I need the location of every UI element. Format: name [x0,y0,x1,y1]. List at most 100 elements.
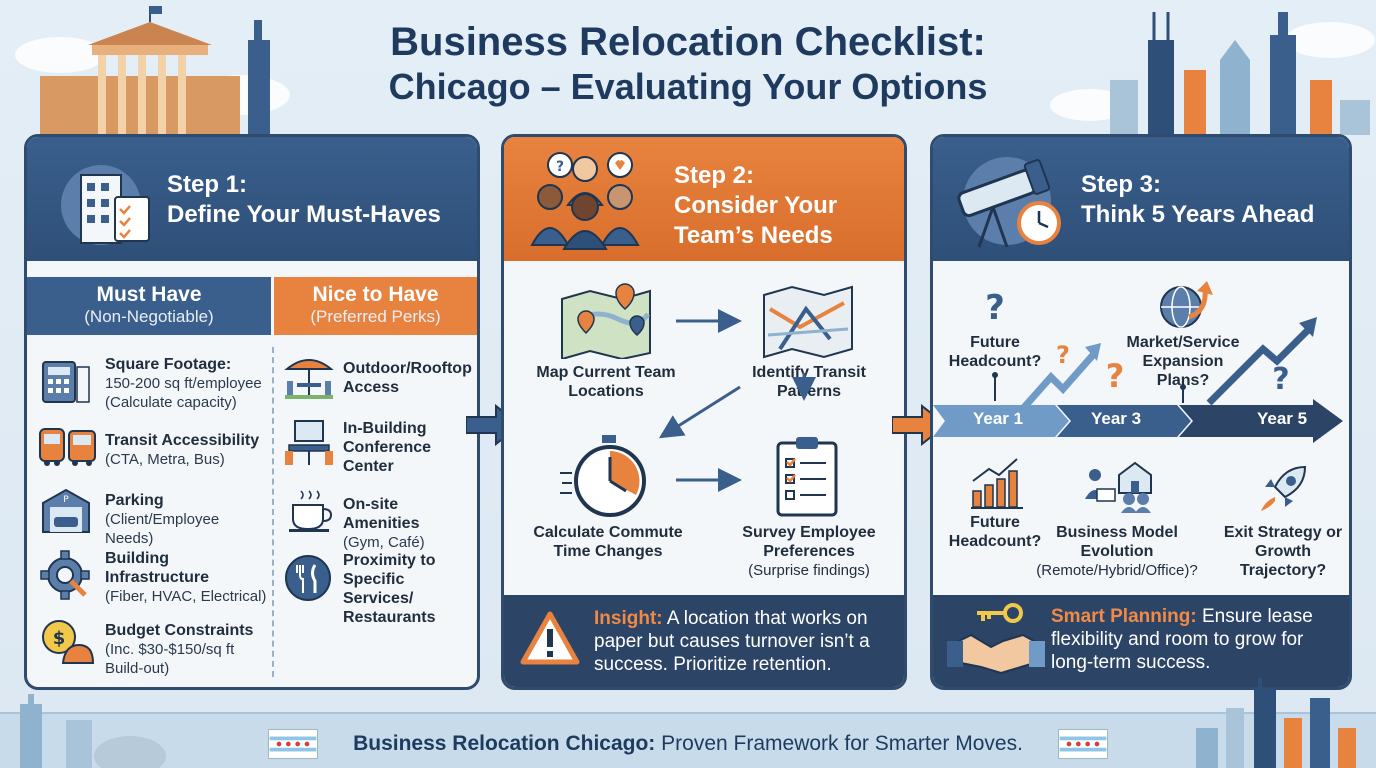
item-detail: 150-200 sq ft/employee [105,375,262,392]
timeline-label-year5: Year 5 [1257,409,1308,428]
calculator-icon [42,361,90,403]
step2-title-line-3: Team’s Needs [674,222,833,249]
title-line-2: Chicago – Evaluating Your Options [388,66,988,107]
item-label: Outdoor/Rooftop Access [343,360,472,396]
question-bottom-2: Business Model Evolution (Remote/Hybrid/… [1029,523,1205,580]
item-detail: (Calculate capacity) [105,394,237,411]
step2-node-3: Calculate Commute Time Changes [526,523,690,561]
bar-chart-icon [971,458,1023,509]
step2-node-4: Survey Employee Preferences (Surprise fi… [726,523,892,580]
must-have-title: Must Have [96,283,202,306]
must-have-item-1: Square Footage: 150-200 sq ft/employee (… [105,355,269,412]
question-sublabel: (Remote/Hybrid/Office)? [1036,562,1198,579]
flow-arrows [658,309,816,492]
question-top-1: Future Headcount? [943,333,1047,371]
insight-body: A location that works on paper but cause… [594,608,870,675]
question-bottom-3: Exit Strategy or Growth Trajectory? [1221,523,1345,580]
nice-to-have-item-4: Proximity to Specific Services/ Restaura… [343,551,477,627]
item-label: On-site Amenities [343,496,420,532]
item-label: In-Building Conference Center [343,420,432,475]
question-label: Business Model Evolution [1056,524,1178,560]
survey-clipboard-icon [776,437,838,517]
step2-panel: ? Step 2: Consider Your Team’s Needs Map… [501,134,907,690]
column-divider [272,347,274,677]
skyline-bottom-right-illustration [1196,678,1356,768]
rocket-icon [1261,465,1307,511]
step1-panel: Step 1: Define Your Must-Haves Must Have… [24,134,480,690]
node-label: Map Current Team Locations [536,364,676,400]
step2-title: Step 2: Consider Your Team’s Needs [674,161,837,251]
timeline-arrow [933,399,1343,443]
gear-wrench-icon [40,550,90,600]
svg-text:P: P [63,495,69,505]
skyline-left-illustration [15,6,290,135]
insight-callout: Insight: A location that works on paper … [504,595,904,687]
step2-header: ? Step 2: Consider Your Team’s Needs [504,137,904,261]
item-detail: (Client/Employee Needs) [105,511,220,547]
svg-text:?: ? [556,159,564,175]
skyline-right-illustration [1050,12,1375,135]
step3-title: Step 3: Think 5 Years Ahead [1081,170,1314,230]
map-pins-icon [561,283,651,359]
must-have-subtitle: (Non-Negotiable) [84,307,214,326]
step1-title: Step 1: Define Your Must-Haves [167,170,441,230]
svg-text:?: ? [985,288,1005,328]
page-title: Business Relocation Checklist: Chicago –… [0,18,1376,108]
chicago-flag-icon-left [268,729,318,759]
handshake-key-icon [947,603,1045,675]
step2-node-1: Map Current Team Locations [526,363,686,401]
question-top-2: Market/Service Expansion Plans? [1119,333,1247,390]
must-have-item-3: Parking (Client/Employee Needs) [105,491,269,548]
item-label: Proximity to Specific Services/ Restaura… [343,552,436,626]
step2-title-line-1: Step 2: [674,162,755,189]
item-label: Budget Constraints [105,622,254,639]
item-label: Square Footage: [105,356,232,373]
must-have-item-4: Building Infrastructure (Fiber, HVAC, El… [105,549,269,606]
telescope-clock-icon [957,157,1061,248]
question-label: Future Headcount? [948,334,1042,370]
question-label: Exit Strategy or Growth Trajectory? [1223,524,1343,579]
planning-callout: Smart Planning: Ensure lease flexibility… [933,595,1349,687]
fork-knife-icon [285,555,331,601]
planning-lead: Smart Planning: [1051,606,1197,627]
svg-text:$: $ [53,628,66,649]
question-bottom-1: Future Headcount? [943,513,1047,551]
item-detail: Build-out) [105,660,170,677]
stopwatch-icon [560,435,646,517]
team-people-icon: ? [530,152,640,250]
nice-to-have-title: Nice to Have [312,283,439,306]
planning-text: Smart Planning: Ensure lease flexibility… [1051,605,1341,674]
footer-text: Proven Framework for Smarter Moves. [655,732,1023,755]
insight-text: Insight: A location that works on paper … [594,607,894,676]
item-label: Transit Accessibility [105,432,260,449]
svg-text:?: ? [1272,362,1289,397]
item-label: Building Infrastructure [105,550,210,586]
globe-arrow-icon [1160,281,1213,328]
chicago-flag-icon-right [1058,729,1108,759]
insight-lead: Insight: [594,608,663,629]
building-checklist-icon [61,165,150,245]
step2-title-line-2: Consider Your [674,192,838,219]
footer-banner: Business Relocation Chicago: Proven Fram… [0,678,1376,768]
transit-map-icon [763,285,853,359]
footer-bold-text: Business Relocation Chicago: [353,732,656,755]
item-detail: (Inc. $30-$150/sq ft [105,641,235,658]
coffee-cup-icon [289,490,333,532]
question-label: Market/Service Expansion Plans? [1126,334,1240,389]
nice-to-have-heading: Nice to Have (Preferred Perks) [274,277,477,335]
money-hardhat-icon: $ [42,620,95,664]
nice-to-have-subtitle: (Preferred Perks) [310,307,441,326]
step3-title-line-2: Think 5 Years Ahead [1081,201,1315,228]
remote-work-icon [1085,461,1152,513]
item-detail: (CTA, Metra, Bus) [105,451,225,468]
must-have-item-5: Budget Constraints (Inc. $30-$150/sq ft … [105,621,269,678]
step1-title-line-1: Step 1: [167,171,248,198]
growth-trend-arrows: ? ? ? ? [985,288,1317,416]
parking-garage-icon: P [42,488,90,533]
nice-to-have-item-2: In-Building Conference Center [343,419,477,476]
step1-header: Step 1: Define Your Must-Haves [27,137,477,261]
warning-icon [520,611,580,665]
patio-umbrella-icon [284,359,334,399]
title-line-1: Business Relocation Checklist: [390,20,986,64]
nice-to-have-item-1: Outdoor/Rooftop Access [343,359,477,397]
